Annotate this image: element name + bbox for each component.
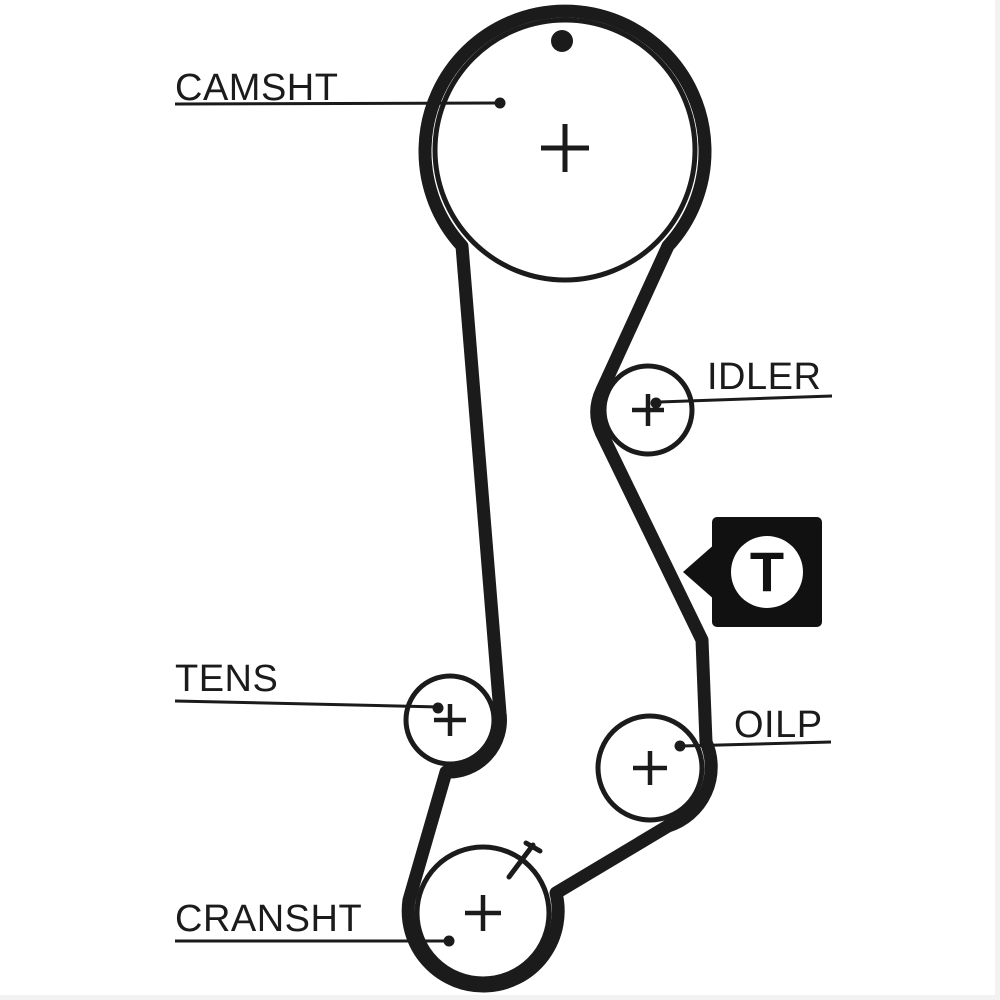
crankshaft-timing-mark-icon [506, 840, 543, 880]
oil-pump-plus-icon [633, 751, 667, 785]
image-edge-right [995, 0, 1000, 1000]
idler-label: IDLER [707, 356, 821, 398]
camshaft-leader-line [174, 101, 501, 106]
tensioner-label: TENS [175, 658, 278, 700]
oil-pump-leader-dot [674, 740, 686, 752]
tensioner-leader-line [174, 699, 441, 709]
camshaft-label: CAMSHT [175, 67, 338, 109]
marker-circle [731, 536, 803, 608]
idler-leader-dot [650, 397, 662, 409]
tensioner-direction-marker: T [683, 517, 822, 627]
idler-leader-line [658, 394, 833, 404]
camshaft-plus-icon [541, 124, 589, 172]
tensioner-plus-icon [434, 704, 466, 736]
camshaft-pulley [432, 17, 698, 283]
camshaft-callout: CAMSHT [174, 67, 506, 109]
tensioner-pulley [403, 673, 497, 767]
camshaft-leader-dot [494, 97, 506, 109]
tensioner-callout: TENS [174, 658, 444, 714]
idler-plus-icon [632, 394, 664, 426]
marker-letter: T [750, 540, 784, 603]
crankshaft-plus-icon [465, 895, 501, 931]
idler-pulley [601, 363, 695, 457]
oil-pump-pulley [595, 713, 705, 823]
idler-callout: IDLER [650, 356, 833, 409]
tensioner-leader-dot [432, 702, 444, 714]
camshaft-timing-dot [551, 30, 573, 52]
marker-arrow-icon [683, 543, 716, 601]
oil-pump-callout: OILP [674, 704, 832, 752]
oil-pump-leader-line [681, 740, 832, 748]
timing-belt-path [401, 4, 718, 993]
crankshaft-callout: CRANSHT [175, 898, 455, 947]
crankshaft-pulley [414, 840, 552, 982]
crankshaft-label: CRANSHT [175, 898, 362, 940]
oil-pump-label: OILP [734, 704, 823, 746]
image-edge-bottom [0, 995, 1000, 1000]
crankshaft-leader-dot [443, 935, 455, 947]
